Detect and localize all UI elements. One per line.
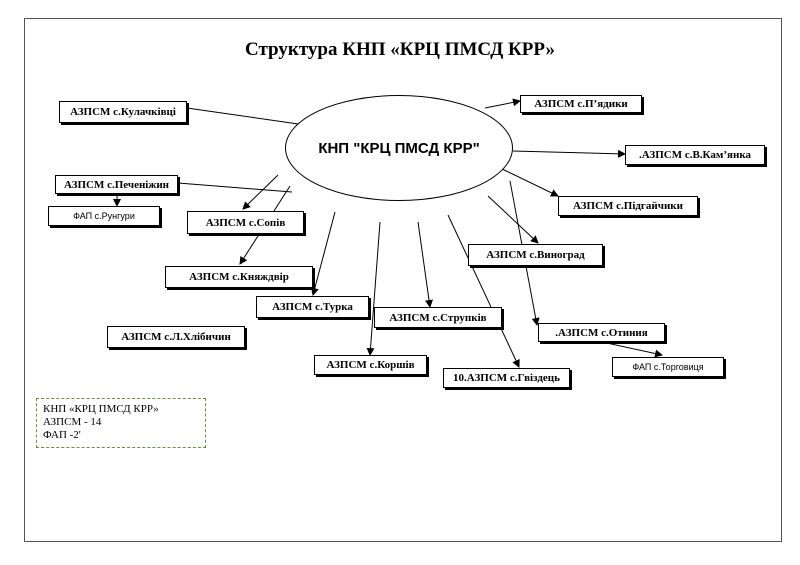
unit-box-pyadyky: АЗПСМ с.П’ядики <box>520 95 642 113</box>
link-korshiv <box>366 221 381 356</box>
unit-box-vynohrad: АЗПСМ с.Виноград <box>468 244 603 266</box>
link-pyadyky <box>484 98 521 109</box>
unit-box-sopiv: АЗПСМ с.Сопів <box>187 211 304 234</box>
link-pidhaichyky <box>499 167 559 197</box>
link-kulachkivtsi <box>186 107 306 126</box>
link-hvizdets <box>447 214 520 368</box>
unit-box-hvizdets: 10.АЗПСМ с.Гвіздець <box>443 368 570 388</box>
unit-box-otynia: .АЗПСМ с.Отиния <box>538 323 665 342</box>
link-turka <box>310 211 336 296</box>
legend-box: КНП «КРЦ ПМСД КРР» АЗПСМ - 14 ФАП -2' <box>36 398 206 448</box>
unit-box-l-khlibychyn: АЗПСМ с.Л.Хлібичин <box>107 326 245 348</box>
unit-box-fap-runhury: ФАП с.Рунгури <box>48 206 160 226</box>
unit-box-kamianka: .АЗПСМ с.В.Кам’янка <box>625 145 765 165</box>
unit-box-kniazhdvir: АЗПСМ с.Княждвір <box>165 266 313 288</box>
unit-box-kulachkivtsi: АЗПСМ с.Кулачківці <box>59 101 187 123</box>
page-frame <box>24 18 782 542</box>
hub-ellipse: КНП "КРЦ ПМСД КРР" <box>285 95 513 201</box>
unit-box-strupkiv: АЗПСМ с.Струпків <box>374 307 502 328</box>
unit-box-fap-torhovytsia: ФАП с.Торговиця <box>612 357 724 377</box>
diagram-title: Структура КНП «КРЦ ПМСД КРР» <box>245 39 555 60</box>
link-pechenizhyn <box>177 182 293 193</box>
link-kamianka <box>512 149 626 158</box>
unit-box-pechenizhyn: АЗПСМ с.Печеніжин <box>55 175 178 194</box>
legend-line-fap-count: ФАП -2' <box>43 429 81 441</box>
unit-box-korshiv: АЗПСМ с.Коршів <box>314 355 427 375</box>
link-vynohrad <box>487 195 539 244</box>
legend-line-azpsm-count: АЗПСМ - 14 <box>43 416 102 428</box>
link-sopiv <box>242 174 279 210</box>
unit-box-turka: АЗПСМ с.Турка <box>256 296 369 318</box>
link-strupkiv <box>417 221 433 308</box>
legend-line-organization: КНП «КРЦ ПМСД КРР» <box>43 403 159 415</box>
unit-box-pidhaichyky: АЗПСМ с.Підгайчики <box>558 196 698 216</box>
